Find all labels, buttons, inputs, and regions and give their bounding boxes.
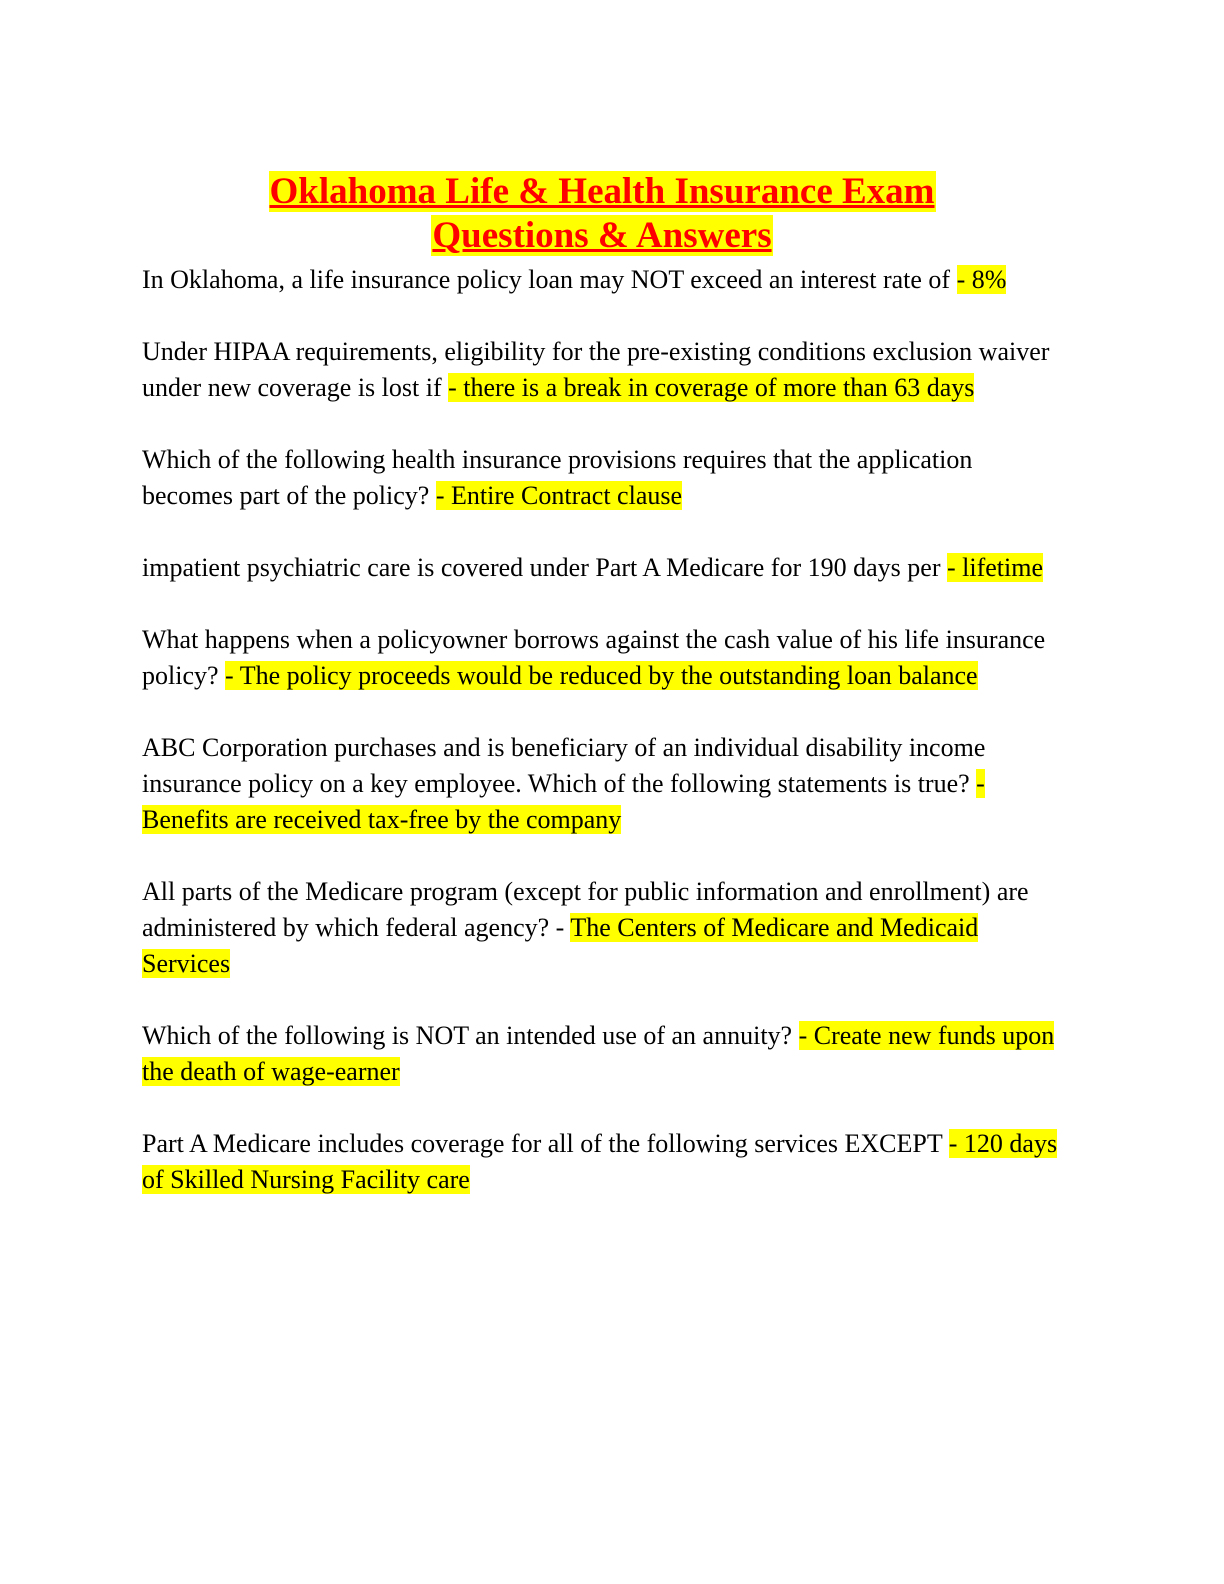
qa-block: impatient psychiatric care is covered un… [142, 550, 1062, 586]
page-title-line-1: Oklahoma Life & Health Insurance Exam [268, 171, 936, 212]
question-text: Which of the following is NOT an intende… [142, 1021, 799, 1050]
paragraph-spacer [142, 514, 1062, 550]
page-title-line-2: Questions & Answers [431, 215, 773, 256]
answer-text-highlighted: - 8% [956, 265, 1007, 294]
question-text: In Oklahoma, a life insurance policy loa… [142, 265, 957, 294]
question-text: ABC Corporation purchases and is benefic… [142, 733, 986, 798]
qa-block: Which of the following is NOT an intende… [142, 1018, 1062, 1090]
paragraph-spacer [142, 298, 1062, 334]
question-text: All parts of the Medicare program (excep… [142, 877, 1029, 942]
paragraph-spacer [142, 694, 1062, 730]
answer-text-highlighted: - Entire Contract clause [435, 481, 683, 510]
question-text: Part A Medicare includes coverage for al… [142, 1129, 949, 1158]
page-title: Oklahoma Life & Health Insurance Exam Qu… [142, 170, 1062, 258]
qa-block: In Oklahoma, a life insurance policy loa… [142, 262, 1062, 298]
answer-text-highlighted: - The policy proceeds would be reduced b… [225, 661, 978, 690]
answer-separator: - [555, 913, 571, 942]
qa-block: ABC Corporation purchases and is benefic… [142, 730, 1062, 838]
question-text: Which of the following health insurance … [142, 445, 973, 510]
qa-list: In Oklahoma, a life insurance policy loa… [142, 262, 1062, 1198]
qa-block: What happens when a policyowner borrows … [142, 622, 1062, 694]
question-text: impatient psychiatric care is covered un… [142, 553, 947, 582]
qa-block: Under HIPAA requirements, eligibility fo… [142, 334, 1062, 406]
document-content: Oklahoma Life & Health Insurance Exam Qu… [142, 170, 1062, 1198]
qa-block: All parts of the Medicare program (excep… [142, 874, 1062, 982]
answer-text-highlighted: - there is a break in coverage of more t… [448, 373, 975, 402]
paragraph-spacer [142, 982, 1062, 1018]
paragraph-spacer [142, 838, 1062, 874]
paragraph-spacer [142, 586, 1062, 622]
paragraph-spacer [142, 406, 1062, 442]
question-text: Under HIPAA requirements, eligibility fo… [142, 337, 1050, 402]
paragraph-spacer [142, 1090, 1062, 1126]
question-text: What happens when a policyowner borrows … [142, 625, 1046, 690]
qa-block: Which of the following health insurance … [142, 442, 1062, 514]
qa-block: Part A Medicare includes coverage for al… [142, 1126, 1062, 1198]
answer-text-highlighted: - lifetime [946, 553, 1043, 582]
